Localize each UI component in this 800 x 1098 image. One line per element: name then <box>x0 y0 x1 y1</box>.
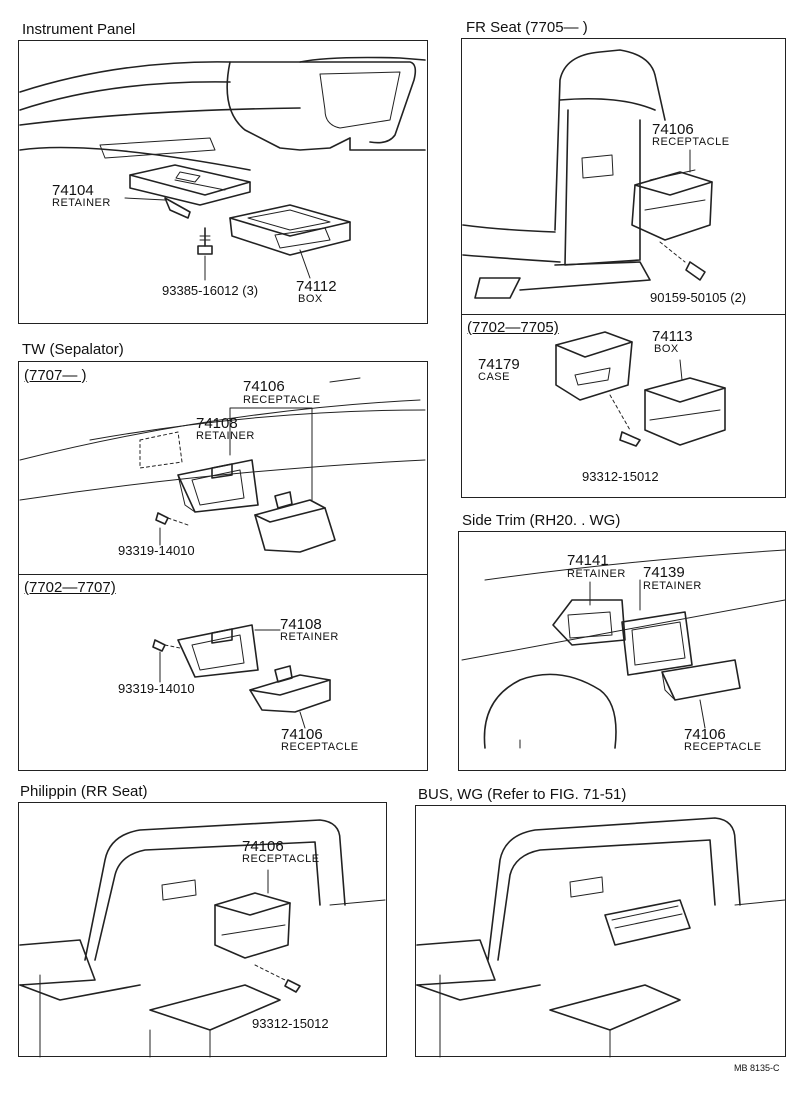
part-number: 74106 <box>652 121 694 138</box>
instrument-panel-drawing <box>19 56 426 281</box>
part-name: RECEPTACLE <box>242 853 320 865</box>
tw-sub1-title: (7707— ) <box>24 367 87 384</box>
part-name: RECEPTACLE <box>652 136 730 148</box>
part-number: 74179 <box>478 356 520 373</box>
part-name: BOX <box>654 343 679 355</box>
part-number: 74108 <box>280 616 322 633</box>
part-number: 74106 <box>281 726 323 743</box>
part-name: RECEPTACLE <box>281 741 359 753</box>
part-name: RETAINER <box>52 197 111 209</box>
part-number: 93312-15012 <box>582 469 659 484</box>
side-trim-title: Side Trim (RH20. . WG) <box>462 512 621 529</box>
part-number: 93319-14010 <box>118 543 195 558</box>
bus-wg-frame <box>415 805 786 1057</box>
instrument-panel-frame <box>18 40 428 324</box>
part-number: 74113 <box>652 328 693 345</box>
part-name: BOX <box>298 293 323 305</box>
part-name: RETAINER <box>567 568 626 580</box>
part-name: RETAINER <box>196 430 255 442</box>
part-number: 74104 <box>52 182 94 199</box>
philippin-frame <box>18 802 387 1057</box>
part-number: 93319-14010 <box>118 681 195 696</box>
side-trim-drawing <box>461 549 786 749</box>
part-number: 74139 <box>643 564 685 581</box>
figure-code: MB 8135-C <box>734 1063 780 1073</box>
part-number: 93312-15012 <box>252 1016 329 1031</box>
fr-seat-divider <box>461 314 786 315</box>
philippin-title: Philippin (RR Seat) <box>20 783 148 800</box>
part-number: 74108 <box>196 415 238 432</box>
tw-divider <box>18 574 428 575</box>
tw-title: TW (Sepalator) <box>22 341 124 358</box>
side-trim-frame <box>458 531 786 771</box>
bus-wg-title: BUS, WG (Refer to FIG. 71-51) <box>418 786 627 803</box>
part-number: 74112 <box>296 278 337 295</box>
part-number: 74106 <box>242 838 284 855</box>
part-number: 93385-16012 (3) <box>162 283 259 298</box>
part-number: 74141 <box>567 552 609 569</box>
fr-seat-sub-title: (7702—7705) <box>467 319 559 336</box>
fr-seat-title: FR Seat (7705— ) <box>466 19 588 36</box>
part-name: CASE <box>478 371 510 383</box>
part-name: RECEPTACLE <box>243 394 321 406</box>
part-name: RETAINER <box>643 580 702 592</box>
fr-seat-frame <box>461 38 786 498</box>
tw-sub2-title: (7702—7707) <box>24 579 116 596</box>
instrument-panel-title: Instrument Panel <box>22 21 136 38</box>
part-name: RECEPTACLE <box>684 741 762 753</box>
fr-seat-sub-drawing <box>555 331 726 447</box>
part-name: RETAINER <box>280 631 339 643</box>
fr-seat-drawing <box>462 49 713 299</box>
tw-frame <box>18 361 428 771</box>
part-number: 90159-50105 (2) <box>650 290 747 305</box>
tw-lower-drawing <box>152 624 331 729</box>
part-number: 74106 <box>243 378 285 395</box>
philippin-drawing <box>19 819 386 1058</box>
tw-upper-drawing <box>19 377 426 553</box>
part-number: 74106 <box>684 726 726 743</box>
bus-wg-drawing <box>416 817 786 1058</box>
